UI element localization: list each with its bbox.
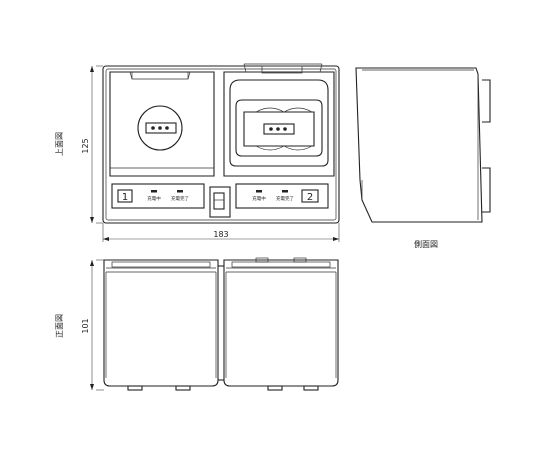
- left-lid-tab: [129, 71, 191, 80]
- depth-value: 125: [81, 138, 90, 153]
- front-left-unit: [103, 259, 219, 387]
- front-view-label: 正面図: [55, 314, 64, 338]
- right-lid-open: [243, 63, 323, 73]
- left-slot-number: 1: [122, 192, 128, 203]
- side-view-outline: [355, 67, 483, 223]
- power-switch: [213, 192, 225, 210]
- top-view: 1 充電中 充電完了 充電中 充電完了 2 上面図: [55, 63, 340, 224]
- depth-dimension: 125: [81, 65, 103, 224]
- side-view: 側面図: [355, 67, 491, 249]
- foot: [127, 385, 143, 391]
- front-right-unit: [223, 259, 339, 387]
- top-view-outline: [102, 65, 340, 224]
- top-view-label: 上面図: [55, 132, 64, 156]
- front-view: 正面図: [55, 257, 339, 391]
- right-indicator-panel: [235, 183, 329, 209]
- foot: [175, 385, 191, 391]
- left-charged-label: 充電完了: [171, 195, 189, 202]
- side-view-label: 側面図: [414, 239, 438, 249]
- left-indicator-panel: [111, 183, 205, 209]
- right-charging-label: 充電中: [252, 195, 266, 202]
- power-switch-housing: [209, 186, 231, 218]
- height-value: 101: [81, 318, 90, 333]
- width-value: 183: [213, 230, 228, 239]
- left-lid: [109, 71, 215, 177]
- foot: [267, 385, 283, 391]
- foot: [303, 385, 319, 391]
- right-cradle: [223, 71, 335, 177]
- right-slot-badge: [301, 189, 319, 203]
- height-dimension: 101: [81, 259, 104, 391]
- side-bump-top: [482, 79, 491, 123]
- top-view-inner-outline: [105, 68, 337, 221]
- left-connector: [145, 122, 177, 134]
- right-charged-label: 充電完了: [276, 195, 294, 202]
- width-dimension: 183: [102, 223, 340, 242]
- cradle-well: [229, 79, 329, 167]
- left-charging-label: 充電中: [147, 195, 161, 202]
- right-slot-number: 2: [307, 192, 313, 203]
- side-bump-bottom: [482, 167, 491, 213]
- left-slot-badge: [117, 189, 133, 203]
- left-charge-port: [137, 105, 183, 151]
- right-connector: [263, 123, 295, 135]
